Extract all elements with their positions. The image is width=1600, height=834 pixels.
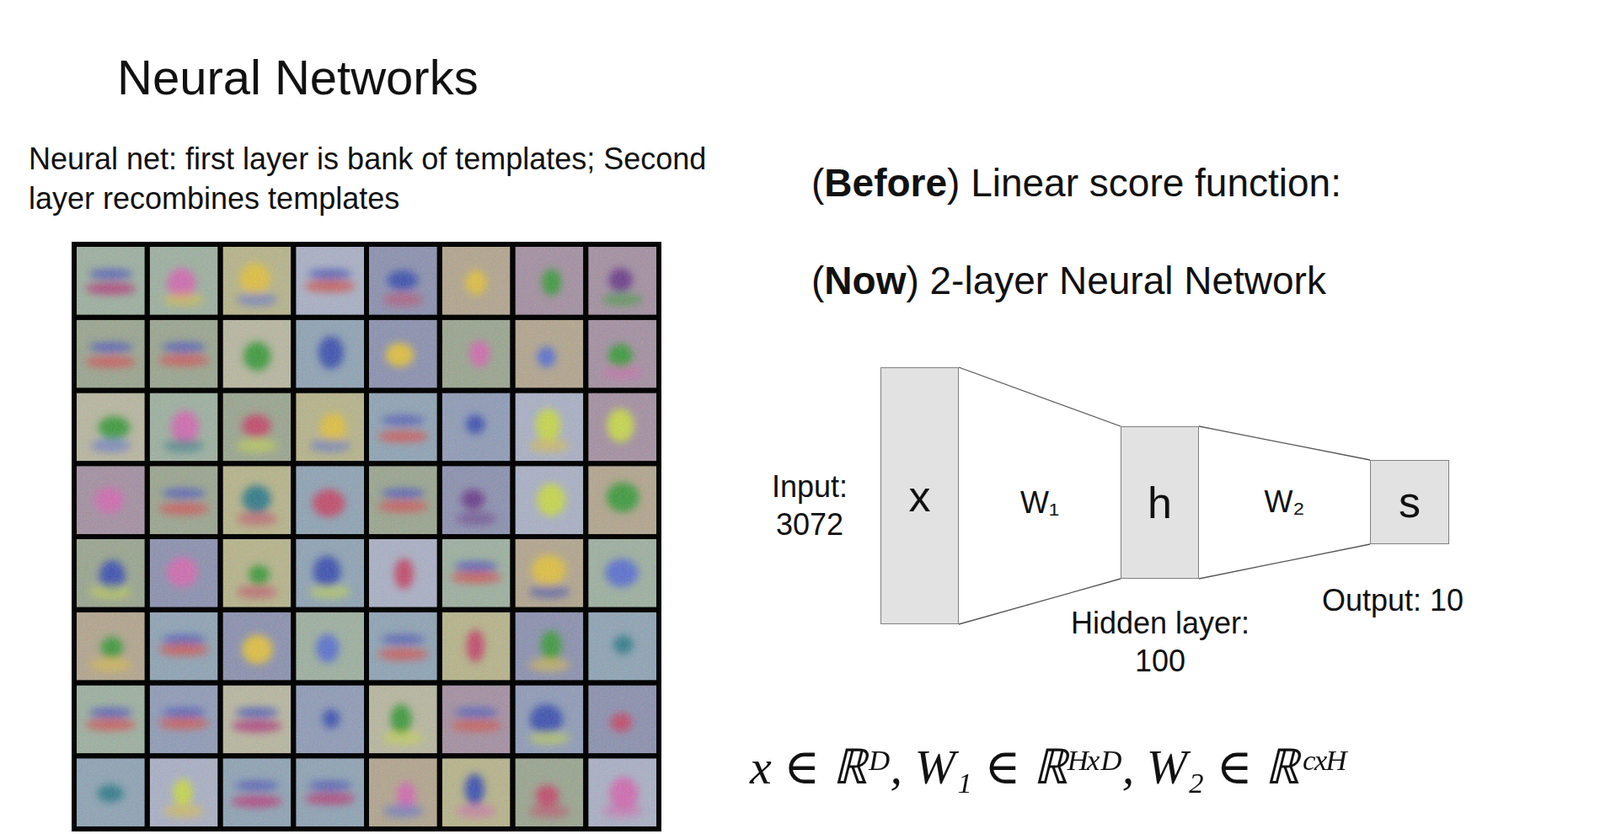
template-grid [71, 241, 662, 832]
template-tile [588, 685, 657, 755]
template-tile [295, 539, 364, 608]
layer-box: hHidden layer: 100 [1120, 426, 1199, 579]
template-tile [442, 758, 511, 827]
template-tile [76, 758, 145, 827]
template-tile [223, 246, 292, 316]
trapezoid-connector [958, 367, 1121, 625]
layer-size-label: Hidden layer: 100 [1042, 604, 1279, 680]
template-tile [442, 320, 511, 389]
template-tile [223, 612, 292, 681]
template-tile [295, 758, 364, 827]
template-tile [149, 393, 219, 462]
layer-size-label: Input: 3072 [746, 467, 873, 544]
template-tile [515, 393, 584, 462]
template-tile [295, 393, 364, 462]
template-tile [442, 685, 511, 755]
template-tile [515, 685, 584, 755]
template-tile [442, 393, 511, 462]
template-tile [588, 320, 657, 389]
template-tile [369, 539, 438, 608]
template-tile [223, 465, 292, 535]
template-tile [223, 320, 292, 389]
template-tile [149, 685, 219, 755]
template-tile [442, 246, 511, 316]
template-tile [149, 320, 219, 389]
template-tile [149, 465, 219, 535]
template-tile [149, 612, 219, 681]
template-tile [149, 758, 219, 827]
template-tile [369, 612, 438, 681]
template-tile [76, 320, 145, 389]
template-tile [588, 393, 657, 462]
vector-symbol: s [1370, 460, 1449, 544]
template-tile [295, 320, 364, 389]
template-tile [295, 685, 364, 755]
layer-size-label: Output: 10 [1321, 581, 1464, 620]
template-tile [515, 465, 584, 535]
template-tile [442, 612, 511, 681]
template-tile [223, 539, 292, 608]
template-tile [369, 320, 438, 389]
template-tile [515, 539, 584, 608]
template-tile [149, 539, 219, 608]
template-tile [588, 758, 657, 827]
template-tile [369, 393, 438, 462]
heading-line: (Now) 2-layer Neural Network [811, 257, 1327, 304]
weight-label: W₁ [1016, 485, 1063, 521]
trapezoid-connector [1198, 426, 1370, 579]
template-tile [76, 539, 145, 608]
layer-box: xInput: 3072 [880, 367, 959, 625]
template-tile [295, 465, 364, 535]
template-tile [295, 612, 364, 681]
template-tile [223, 685, 292, 755]
template-tile [369, 246, 438, 316]
template-tile [515, 246, 584, 316]
template-tile [149, 246, 219, 316]
template-tile [223, 758, 292, 827]
template-tile [295, 246, 364, 316]
template-tile [76, 612, 145, 681]
template-tile [515, 758, 584, 827]
template-tile [76, 465, 145, 535]
template-tile [369, 758, 438, 827]
template-tile [588, 612, 657, 681]
template-tile [442, 539, 511, 608]
layer-box: sOutput: 10 [1369, 460, 1450, 545]
dimension-formula: x ∈ ℝᴰ, W₁ ∈ ℝᴴˣᴰ, W₂ ∈ ℝᶜˣᴴ [749, 731, 1344, 798]
template-tile [515, 320, 584, 389]
template-tile [76, 246, 145, 316]
template-tile [588, 465, 657, 535]
template-tile [442, 465, 511, 535]
slide-title: Neural Networks [117, 48, 479, 106]
heading-line: (Before) Linear score function: [811, 160, 1342, 206]
template-tile [588, 246, 657, 316]
template-tile [588, 539, 657, 608]
template-tile [76, 393, 145, 462]
template-tile [223, 393, 292, 462]
subtitle-note: Neural net: first layer is bank of templ… [28, 139, 771, 220]
template-tile [369, 465, 438, 535]
vector-symbol: h [1121, 427, 1199, 578]
vector-symbol: x [881, 368, 958, 624]
template-tile [369, 685, 438, 755]
weight-label: W₂ [1261, 484, 1309, 520]
template-tile [76, 685, 145, 755]
template-tile [515, 612, 584, 681]
